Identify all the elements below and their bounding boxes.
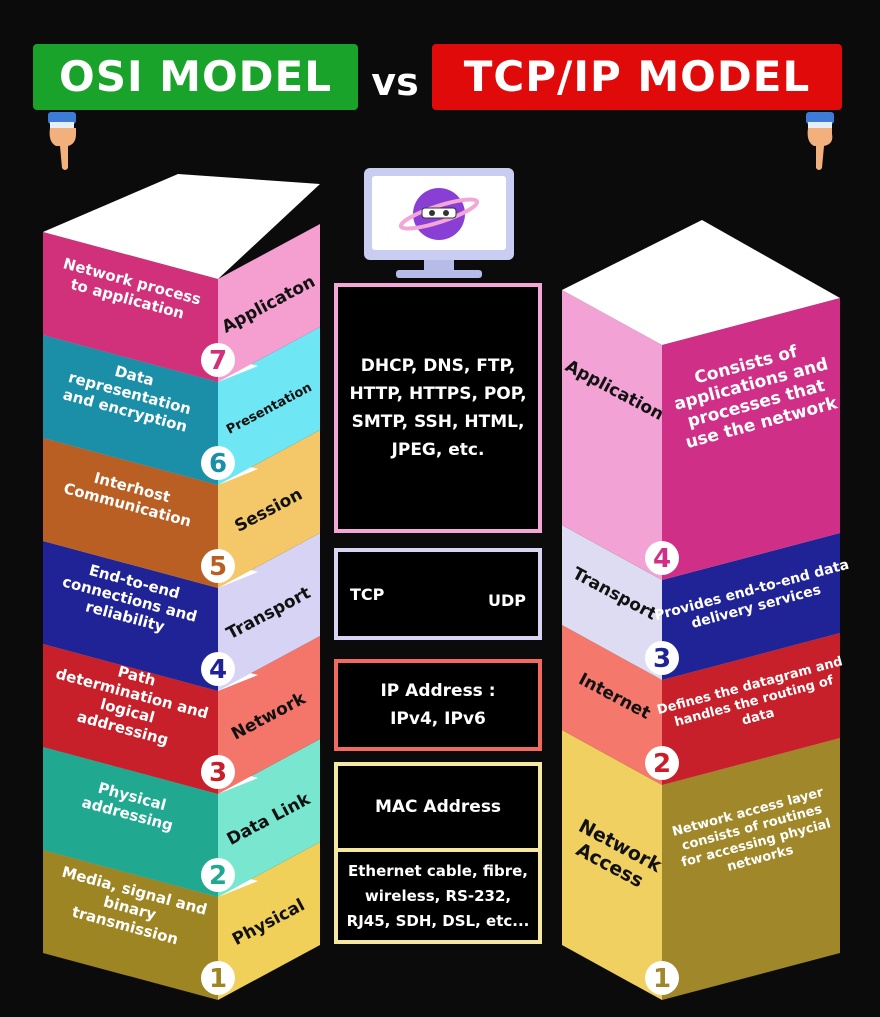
tcp-ip-model-title: TCP/IP MODEL bbox=[432, 44, 842, 110]
osi-layer-4-side-face bbox=[218, 533, 320, 691]
osi-layer-1-number: 1 bbox=[209, 964, 227, 994]
tcp-layer-4-badge bbox=[645, 541, 679, 575]
tcp-layer-1-number: 1 bbox=[653, 964, 671, 994]
application-protocols-text: DHCP, DNS, FTP, HTTP, HTTPS, POP, SMTP, … bbox=[349, 356, 527, 460]
right-pointing-hand-icon bbox=[806, 112, 834, 170]
tcp-layer-2-front-face bbox=[662, 633, 840, 785]
tcp-protocol-label: TCP bbox=[350, 584, 385, 604]
udp-protocol-label: UDP bbox=[488, 590, 526, 610]
datalink-protocols-box: MAC Address bbox=[334, 762, 542, 848]
left-pointing-hand-icon bbox=[48, 112, 76, 170]
osi-layer-3-side-face bbox=[218, 636, 320, 794]
network-protocols-box: IP Address : IPv4, IPv6 bbox=[334, 659, 542, 751]
network-protocols-text: IP Address : IPv4, IPv6 bbox=[380, 681, 496, 729]
tcp-layer-2-side-face bbox=[562, 625, 662, 785]
osi-layer-2-side-face bbox=[218, 739, 320, 897]
osi-top-face bbox=[43, 174, 320, 279]
tcp-layer-4-front-face bbox=[662, 298, 840, 580]
osi-layer-2-number: 2 bbox=[209, 861, 227, 891]
tcp-layer-2-number: 2 bbox=[653, 749, 671, 779]
tcp-layer-4-number: 4 bbox=[653, 544, 671, 574]
datalink-protocols-text: MAC Address bbox=[374, 797, 502, 817]
osi-layer-4-front-face bbox=[43, 541, 218, 691]
osi-layer-6-number: 6 bbox=[209, 449, 227, 479]
tcp-layer-3-side-face bbox=[562, 525, 662, 680]
tcp-layer-3-badge bbox=[645, 641, 679, 675]
osi-layer-7-front-face bbox=[43, 232, 218, 382]
osi-layer-5-front-face bbox=[43, 438, 218, 588]
computer-monitor-icon bbox=[364, 168, 514, 278]
osi-layer-6-side-face bbox=[218, 327, 320, 485]
osi-layer-3-front-face bbox=[43, 644, 218, 794]
tcp-layer-1-badge bbox=[645, 961, 679, 995]
osi-layer-5-badge bbox=[201, 549, 235, 583]
osi-layer-7-number: 7 bbox=[209, 346, 227, 376]
tcp-layer-2-badge bbox=[645, 746, 679, 780]
osi-layer-3-badge bbox=[201, 755, 235, 789]
osi-layer-5-side-face bbox=[218, 430, 320, 588]
osi-layer-3-number: 3 bbox=[209, 758, 227, 788]
osi-layer-2-badge bbox=[201, 858, 235, 892]
osi-layer-2-front-face bbox=[43, 747, 218, 897]
tcp-layer-3-front-face bbox=[662, 533, 840, 680]
transport-protocols-box: TCP UDP bbox=[334, 548, 542, 640]
physical-protocols-box: Ethernet cable, fibre, wireless, RS-232,… bbox=[334, 848, 542, 944]
osi-layer-1-front-face bbox=[43, 850, 218, 1000]
tcp-top-face bbox=[562, 220, 840, 345]
application-protocols-box: DHCP, DNS, FTP, HTTP, HTTPS, POP, SMTP, … bbox=[334, 283, 542, 533]
tcp-layer-1-side-face bbox=[562, 730, 662, 1000]
vs-label: vs bbox=[371, 60, 419, 104]
osi-model-title: OSI MODEL bbox=[33, 44, 358, 110]
osi-layer-7-badge bbox=[201, 343, 235, 377]
osi-layer-4-badge bbox=[201, 652, 235, 686]
osi-layer-1-side-face bbox=[218, 842, 320, 1000]
tcp-layer-3-number: 3 bbox=[653, 644, 671, 674]
osi-layer-1-badge bbox=[201, 961, 235, 995]
osi-layer-6-badge bbox=[201, 446, 235, 480]
osi-layer-4-number: 4 bbox=[209, 655, 227, 685]
osi-layer-7-side-face bbox=[218, 224, 320, 382]
osi-layer-6-front-face bbox=[43, 335, 218, 485]
tcp-layer-4-side-face bbox=[562, 290, 662, 580]
osi-layer-5-number: 5 bbox=[209, 552, 227, 582]
tcp-layer-1-front-face bbox=[662, 738, 840, 1000]
physical-protocols-text: Ethernet cable, fibre, wireless, RS-232,… bbox=[346, 861, 530, 930]
